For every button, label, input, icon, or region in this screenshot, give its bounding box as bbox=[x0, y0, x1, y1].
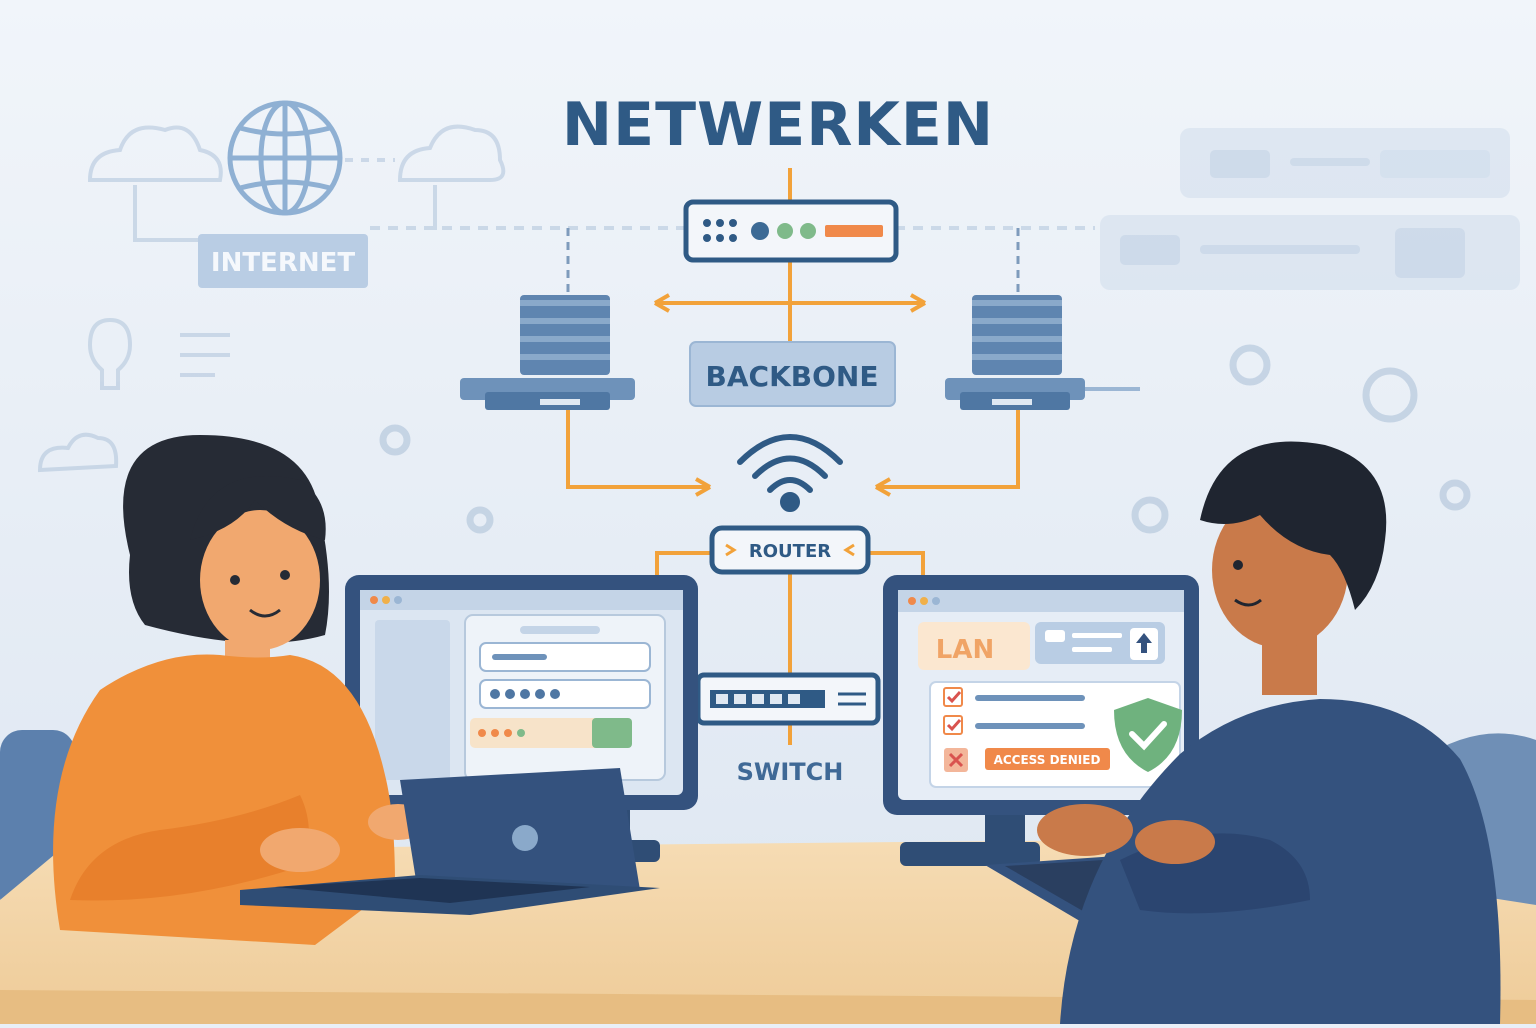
wifi-icon bbox=[737, 434, 843, 512]
server-left bbox=[460, 295, 635, 410]
lan-label: LAN bbox=[936, 635, 994, 665]
dashed-links bbox=[566, 228, 1020, 293]
person-left bbox=[53, 435, 428, 945]
monitor-right: LAN ACCESS DENIED bbox=[883, 575, 1199, 866]
switch-device bbox=[695, 672, 881, 726]
monitor-left bbox=[345, 575, 698, 862]
checkbox-icon bbox=[943, 687, 963, 735]
page-title: NETWERKEN bbox=[562, 90, 994, 160]
switch-label: SWITCH bbox=[737, 758, 844, 786]
globe-icon bbox=[227, 100, 343, 216]
shield-check-icon bbox=[1114, 698, 1182, 772]
router-label: ROUTER bbox=[749, 541, 831, 562]
gear-icon bbox=[379, 344, 1471, 534]
server-right bbox=[945, 295, 1140, 410]
modem-device bbox=[683, 199, 899, 263]
internet-label-box: INTERNET bbox=[198, 234, 368, 288]
router-device: ROUTER bbox=[709, 525, 871, 575]
access-denied-label: ACCESS DENIED bbox=[994, 753, 1101, 767]
background-server-rack bbox=[1100, 128, 1520, 290]
backbone-label-box: BACKBONE bbox=[689, 341, 896, 407]
connection-lines bbox=[566, 168, 1020, 745]
internet-label: INTERNET bbox=[211, 248, 355, 278]
person-right bbox=[1037, 441, 1501, 1024]
backbone-label: BACKBONE bbox=[706, 360, 879, 393]
laptop bbox=[240, 768, 660, 915]
close-icon bbox=[944, 748, 968, 772]
